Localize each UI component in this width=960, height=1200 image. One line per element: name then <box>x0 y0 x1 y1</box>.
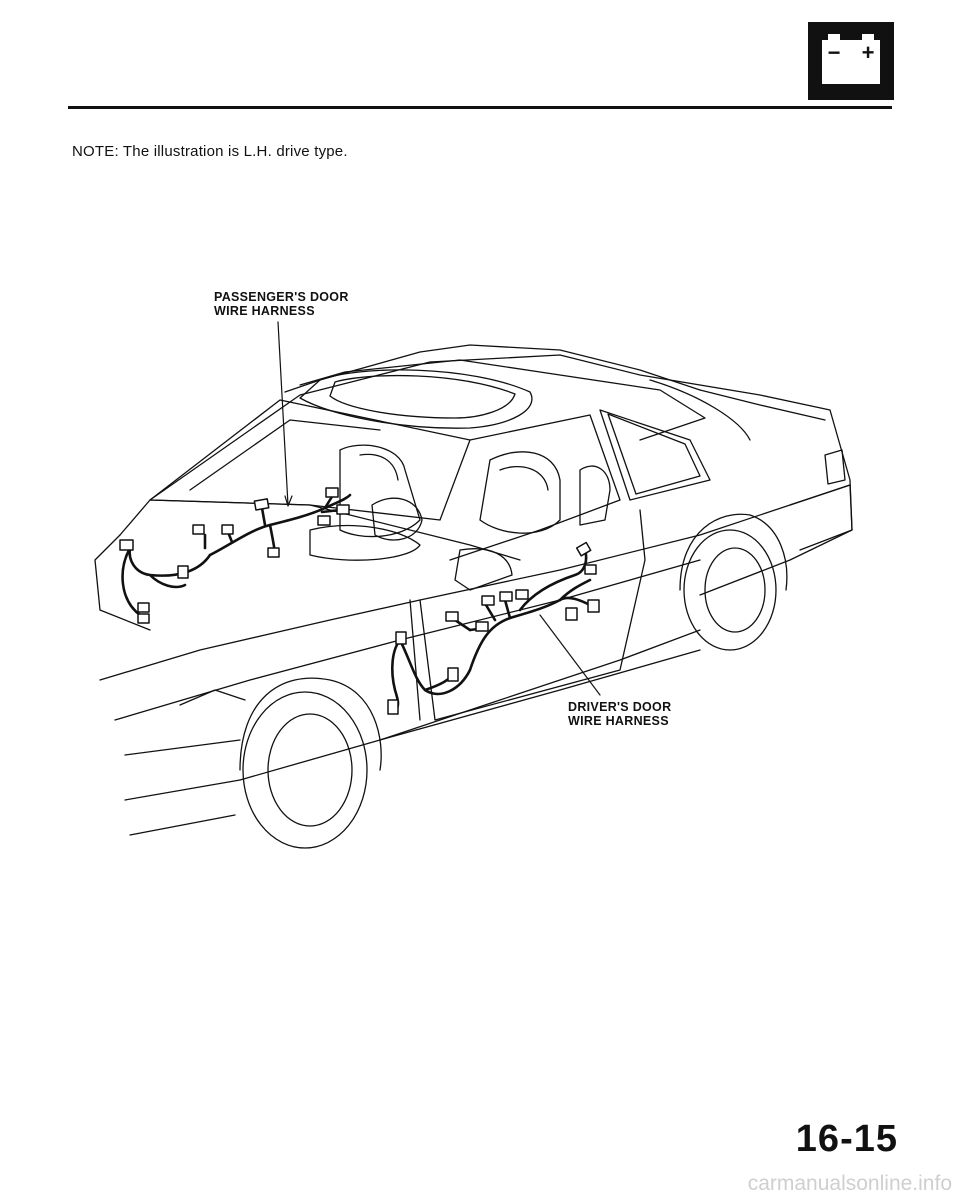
car-body-outline <box>94 354 853 836</box>
rear-wheel <box>679 513 788 651</box>
callout-leaders <box>277 321 601 696</box>
driver-label-line1: DRIVER'S DOOR <box>568 700 672 714</box>
driver-callout-leader <box>539 614 601 696</box>
passenger-door-wire-harness <box>121 493 352 617</box>
windows <box>149 399 711 561</box>
driver-door-harness-label: DRIVER'S DOOR WIRE HARNESS <box>568 700 671 728</box>
driver-harness-connectors <box>387 541 600 715</box>
passenger-callout-leader <box>277 321 289 506</box>
battery-plus-glyph: + <box>862 40 875 65</box>
passenger-harness-connectors <box>119 487 350 624</box>
illustration-note: NOTE: The illustration is L.H. drive typ… <box>72 143 348 160</box>
battery-minus-glyph: − <box>828 40 841 65</box>
battery-icon: − + <box>808 22 894 100</box>
driver-door-panel <box>409 509 646 721</box>
watermark: carmanualsonline.info <box>747 1172 952 1195</box>
page-number: 16-15 <box>795 1118 898 1160</box>
passenger-door-harness-label: PASSENGER'S DOOR WIRE HARNESS <box>214 290 349 318</box>
roof <box>284 344 826 441</box>
passenger-label-line2: WIRE HARNESS <box>214 304 315 318</box>
rear-light <box>789 449 853 551</box>
driver-door-wire-harness <box>390 548 592 714</box>
passenger-callout-arrowhead <box>284 495 293 507</box>
header-rule <box>68 106 892 109</box>
driver-label-line2: WIRE HARNESS <box>568 714 669 728</box>
passenger-label-line1: PASSENGER'S DOOR <box>214 290 349 304</box>
front-wheel <box>239 677 382 849</box>
interior <box>309 444 611 561</box>
